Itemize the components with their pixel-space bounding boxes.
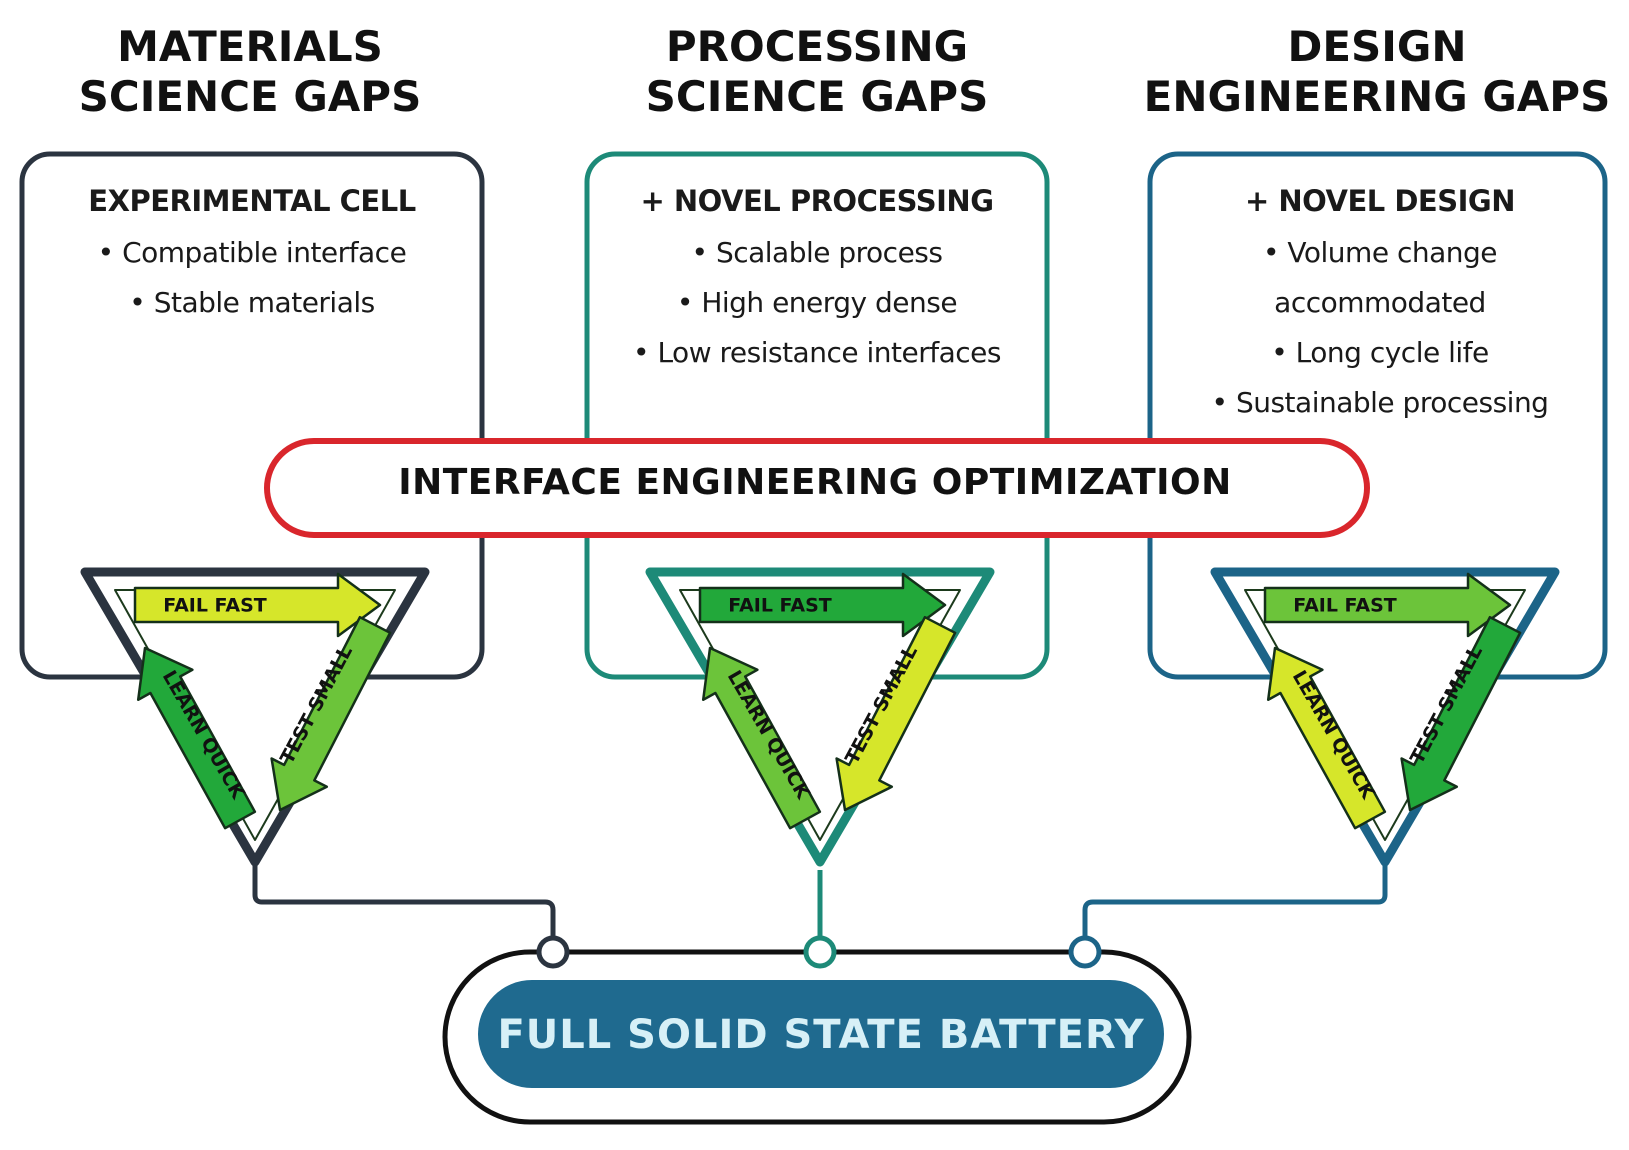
materials-fail-fast-arrow <box>133 572 382 638</box>
materials-learn-quick-arrow <box>136 646 257 830</box>
processing-box-heading: + NOVEL PROCESSING <box>640 184 994 218</box>
processing-bullet: High energy dense <box>602 278 1032 328</box>
processing-bullet: Low resistance interfaces <box>602 328 1032 378</box>
processing-bullet: Scalable process <box>602 228 1032 278</box>
processing-test-small-arrow <box>835 615 957 812</box>
materials-bullet-list: Compatible interface Stable materials <box>37 228 467 328</box>
processing-fail-fast-label: FAIL FAST <box>728 595 831 617</box>
processing-title-line-2: SCIENCE GAPS <box>645 72 989 121</box>
materials-title-line-2: SCIENCE GAPS <box>78 72 422 121</box>
design-title: DESIGN ENGINEERING GAPS <box>1097 22 1629 122</box>
design-test-small-arrow <box>1400 615 1522 812</box>
design-fail-fast-label: FAIL FAST <box>1293 595 1396 617</box>
connector-materials <box>252 860 556 952</box>
design-bullet: Sustainable processing <box>1165 378 1595 428</box>
design-box-content: + NOVEL DESIGN Volume change accommodate… <box>1165 180 1595 428</box>
interface-capsule <box>264 438 1370 538</box>
materials-box-content: EXPERIMENTAL CELL Compatible interface S… <box>37 180 467 328</box>
battery-label: FULL SOLID STATE BATTERY <box>497 1012 1145 1058</box>
processing-learn-quick-arrow <box>701 646 822 830</box>
design-title-line-1: DESIGN <box>1287 22 1467 71</box>
design-box-heading: + NOVEL DESIGN <box>1244 184 1516 218</box>
connector-node-materials <box>536 935 570 969</box>
materials-bullet: Compatible interface <box>37 228 467 278</box>
design-title-line-2: ENGINEERING GAPS <box>1143 72 1611 121</box>
design-bullet-list: Volume change accommodated Long cycle li… <box>1165 228 1595 428</box>
materials-fail-fast-label: FAIL FAST <box>163 595 266 617</box>
materials-title: MATERIALS SCIENCE GAPS <box>0 22 530 122</box>
design-bullet: Long cycle life <box>1165 328 1595 378</box>
connector-node-design <box>1068 935 1102 969</box>
battery-fill <box>478 980 1164 1088</box>
processing-bullet-list: Scalable process High energy dense Low r… <box>602 228 1032 378</box>
processing-title: PROCESSING SCIENCE GAPS <box>537 22 1097 122</box>
materials-bullet: Stable materials <box>37 278 467 328</box>
materials-box-heading: EXPERIMENTAL CELL <box>88 184 416 218</box>
processing-title-line-1: PROCESSING <box>665 22 969 71</box>
design-bullet: Volume change accommodated <box>1165 228 1595 328</box>
processing-fail-fast-arrow <box>698 572 947 638</box>
connector-design <box>1082 860 1388 952</box>
interface-engineering-label: INTERFACE ENGINEERING OPTIMIZATION <box>398 462 1232 503</box>
materials-test-small-arrow <box>270 615 392 812</box>
design-fail-fast-arrow <box>1263 572 1512 638</box>
materials-title-line-1: MATERIALS <box>117 22 383 71</box>
processing-box-content: + NOVEL PROCESSING Scalable process High… <box>602 180 1032 378</box>
connector-node-processing <box>803 935 837 969</box>
design-learn-quick-arrow <box>1266 646 1387 830</box>
